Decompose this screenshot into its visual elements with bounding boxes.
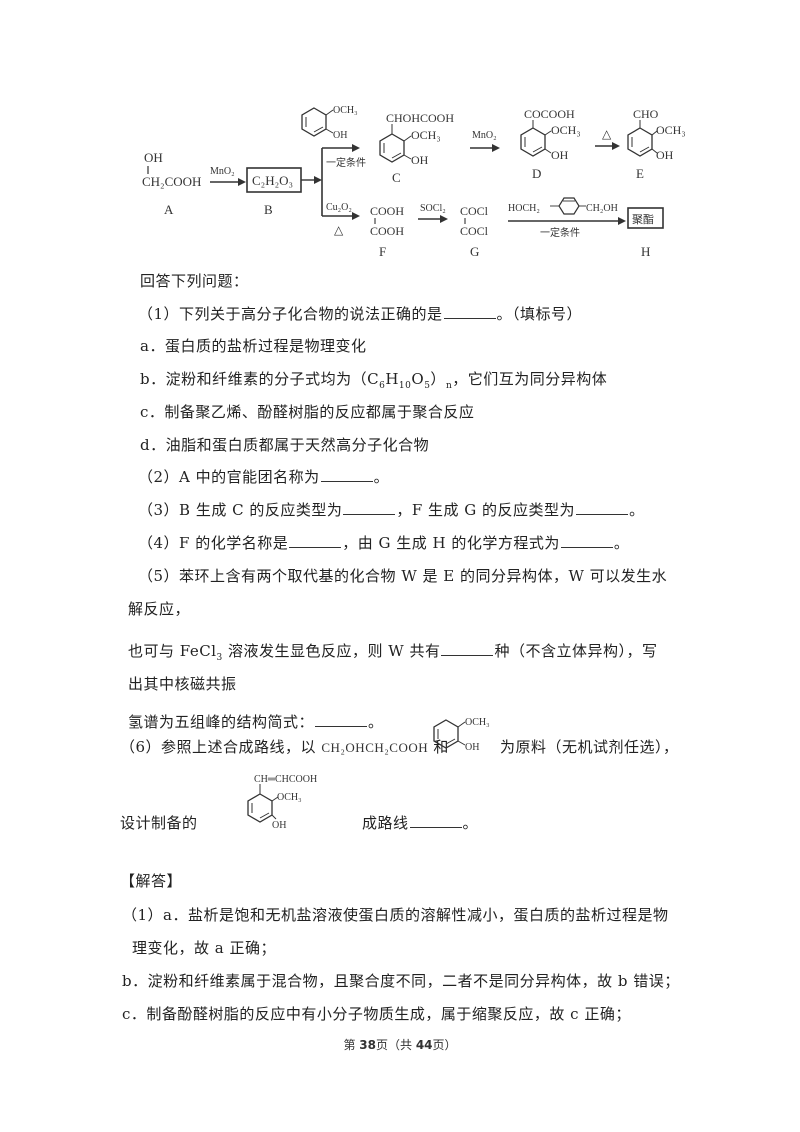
A-label: A bbox=[164, 202, 174, 217]
F-top: COOH bbox=[370, 204, 404, 218]
G-top: COCl bbox=[460, 204, 489, 218]
question-5-line2: 解反应， bbox=[128, 600, 191, 618]
question-4: （4）F 的化学名称是，由 G 生成 H 的化学方程式为。 bbox=[138, 533, 630, 552]
answer-blank bbox=[343, 500, 396, 515]
svg-text:OH: OH bbox=[272, 820, 286, 831]
answer-blank bbox=[320, 467, 373, 482]
answer-1-line2: 理变化，故 a 正确； bbox=[132, 939, 276, 957]
q6-line2: 设计制备的 bbox=[120, 814, 198, 832]
scheme-graphics: OH CH₂COOH A MnO₂ C₂H₂O₃ B 一定条件 Cu₂O₂ △ … bbox=[142, 105, 686, 259]
option-c: c．制备聚乙烯、酚醛树脂的反应都属于聚合反应 bbox=[140, 403, 475, 421]
guaiacol-oh: OH bbox=[333, 130, 347, 141]
D-to-E-condition: △ bbox=[602, 127, 612, 141]
H-box: 聚酯 bbox=[632, 213, 654, 226]
F-label: F bbox=[379, 244, 386, 259]
A-formula: CH₂COOH bbox=[142, 174, 201, 189]
D-bot: OH bbox=[551, 148, 569, 162]
branch-top-condition: 一定条件 bbox=[326, 156, 366, 169]
question-5-line3: 也可与 FeCl3 溶液发生显色反应，则 W 共有种（不含立体异构），写 bbox=[128, 641, 658, 663]
reaction-scheme: OH CH₂COOH A MnO₂ C₂H₂O₃ B 一定条件 Cu₂O₂ △ … bbox=[130, 98, 690, 263]
C-mid: OCH₃ bbox=[411, 128, 441, 142]
question-5-line1: （5）苯环上含有两个取代基的化合物 W 是 E 的同分异构体，W 可以发生水 bbox=[138, 567, 668, 585]
q6-line2-end: 成路线。 bbox=[362, 813, 479, 832]
q1-text: （1）下列关于高分子化合物的说法正确的是 bbox=[138, 305, 443, 323]
branch-bottom-reagent: Cu₂O₂ bbox=[326, 202, 352, 213]
q6-line1-end: 为原料（无机试剂任选）， bbox=[500, 738, 679, 756]
guaiacol-och3: OCH₃ bbox=[333, 105, 358, 116]
F-to-G-reagent: SOCl₂ bbox=[420, 203, 446, 214]
question-5-line5: 氢谱为五组峰的结构简式：。 bbox=[128, 712, 384, 731]
D-top: COCOOH bbox=[524, 107, 575, 121]
svg-text:OH: OH bbox=[465, 742, 479, 753]
q1-suffix: 。（填标号） bbox=[496, 305, 583, 323]
E-bot: OH bbox=[656, 148, 674, 162]
answer-1-b: b．淀粉和纤维素属于混合物，且聚合度不同，二者不是同分异构体，故 b 错误； bbox=[122, 972, 680, 990]
option-a: a．蛋白质的盐析过程是物理变化 bbox=[140, 337, 367, 355]
D-mid: OCH₃ bbox=[551, 123, 581, 137]
G-bottom: COCl bbox=[460, 224, 489, 238]
G-label: G bbox=[470, 244, 479, 259]
C-top: CHOHCOOH bbox=[386, 111, 454, 125]
answer-blank bbox=[315, 712, 368, 727]
answer-1-line1: （1）a．盐析是饱和无机盐溶液使蛋白质的溶解性减小，蛋白质的盐析过程是物 bbox=[122, 906, 669, 924]
branch-bottom-condition: △ bbox=[334, 223, 344, 237]
A-to-B-reagent: MnO₂ bbox=[210, 166, 235, 177]
C-bot: OH bbox=[411, 153, 429, 167]
D-label: D bbox=[532, 166, 541, 181]
E-top: CHO bbox=[633, 107, 659, 121]
C-label: C bbox=[392, 170, 401, 185]
question-3: （3）B 生成 C 的反应类型为，F 生成 G 的反应类型为。 bbox=[138, 500, 645, 519]
questions-intro: 回答下列问题： bbox=[140, 272, 249, 290]
current-page: 38 bbox=[359, 1038, 376, 1052]
question-2: （2）A 中的官能团名称为。 bbox=[138, 467, 390, 486]
option-b: b．淀粉和纤维素的分子式均为（C6H10O5）n，它们互为同分异构体 bbox=[140, 370, 608, 391]
A-oh: OH bbox=[144, 150, 163, 165]
answer-blank bbox=[560, 533, 613, 548]
answer-blank bbox=[441, 641, 494, 656]
answer-blank bbox=[443, 304, 496, 319]
answer-blank bbox=[409, 813, 462, 828]
svg-text:OCH₃: OCH₃ bbox=[465, 717, 490, 728]
E-mid: OCH₃ bbox=[656, 123, 686, 137]
H-label: H bbox=[641, 244, 650, 259]
G-to-H-reagent-left: HOCH₂ bbox=[508, 203, 540, 214]
question-6: （6）参照上述合成路线，以 CH₂OHCH₂COOH 和 为原料（无机试剂任选）… bbox=[120, 712, 700, 852]
C-to-D-reagent: MnO₂ bbox=[472, 130, 497, 141]
q6-line1: （6）参照上述合成路线，以 CH₂OHCH₂COOH 和 bbox=[120, 738, 449, 756]
q6-guaiacol-structure: OCH₃ OH bbox=[433, 717, 490, 753]
answer-heading: 【解答】 bbox=[120, 872, 183, 890]
E-label: E bbox=[636, 166, 644, 181]
option-d: d．油脂和蛋白质都属于天然高分子化合物 bbox=[140, 436, 430, 454]
answer-blank bbox=[576, 500, 629, 515]
q6-target-structure: CH═CHCOOH OCH₃ OH bbox=[247, 774, 317, 831]
answer-1-c: c．制备酚醛树脂的反应中有小分子物质生成，属于缩聚反应，故 c 正确； bbox=[122, 1005, 631, 1023]
page-footer: 第 38页（共 44页） bbox=[343, 1038, 457, 1052]
total-pages: 44 bbox=[415, 1038, 433, 1052]
G-to-H-reagent-right: CH₂OH bbox=[586, 203, 618, 214]
B-label: B bbox=[264, 202, 273, 217]
question-1: （1）下列关于高分子化合物的说法正确的是 。（填标号） bbox=[138, 303, 582, 324]
svg-text:CH═CHCOOH: CH═CHCOOH bbox=[254, 774, 317, 785]
question-5-line4: 出其中核磁共振 bbox=[128, 675, 237, 693]
svg-text:OCH₃: OCH₃ bbox=[277, 792, 302, 803]
F-bottom: COOH bbox=[370, 224, 404, 238]
G-to-H-condition: 一定条件 bbox=[540, 226, 580, 239]
B-formula: C₂H₂O₃ bbox=[252, 173, 293, 188]
answer-blank bbox=[289, 533, 342, 548]
